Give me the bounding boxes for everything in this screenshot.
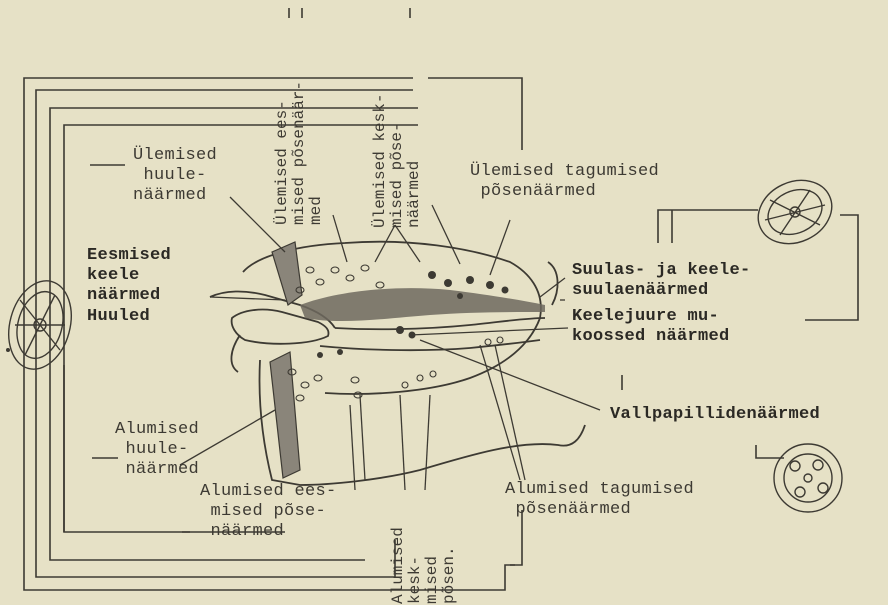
label-alumised-huulenaarmed: Alumised huule- näärmed <box>115 420 199 480</box>
label-alumised-keskmised-posen: Alumised kesk- mised põsen. <box>390 527 458 604</box>
label-ylemised-eesmised-posenaarmed: Ülemised ees- mised põsenäär- med <box>274 81 325 225</box>
label-alumised-eesmised-posenaarmed: Alumised ees- mised põse- näärmed <box>200 482 337 542</box>
label-eesmised-keelenaarmed: Eesmised keele näärmed <box>87 246 171 306</box>
label-keelejuure-mukoossed-naarmed: Keelejuure mu- koossed näärmed <box>572 307 730 347</box>
bracket-vallpap <box>756 445 784 458</box>
label-alumised-tagumised-posenaarmed: Alumised tagumised põsenäärmed <box>505 480 694 520</box>
label-ylemised-keskmised-posenaarmed: Ülemised kesk- mised põse- näärmed <box>372 94 423 228</box>
right-mucous-gland-illustration <box>748 169 842 255</box>
mouth-outline <box>210 242 585 485</box>
label-ulemised-huulenaarmed: Ülemised huule- näärmed <box>133 146 217 206</box>
label-vallpapillidenaarmed: Vallpapillidenäärmed <box>610 405 820 425</box>
label-ylemised-tagumised-posenaarmed: Ülemised tagumised põsenäärmed <box>470 162 659 202</box>
vallpapill-gland-illustration <box>774 444 842 512</box>
tongue-mucosa <box>300 288 545 321</box>
upper-lip-gland <box>270 242 302 478</box>
bracket-right-mucous <box>805 215 858 320</box>
bracket-right-top <box>428 78 522 150</box>
gland-dots <box>288 265 503 401</box>
label-huuled: Huuled <box>87 307 150 327</box>
bracket-right-gland <box>658 210 758 243</box>
left-gland-illustration <box>0 274 81 376</box>
label-suulas-keelesuulaenaarmed: Suulas- ja keele- suulaenäärmed <box>572 261 751 301</box>
